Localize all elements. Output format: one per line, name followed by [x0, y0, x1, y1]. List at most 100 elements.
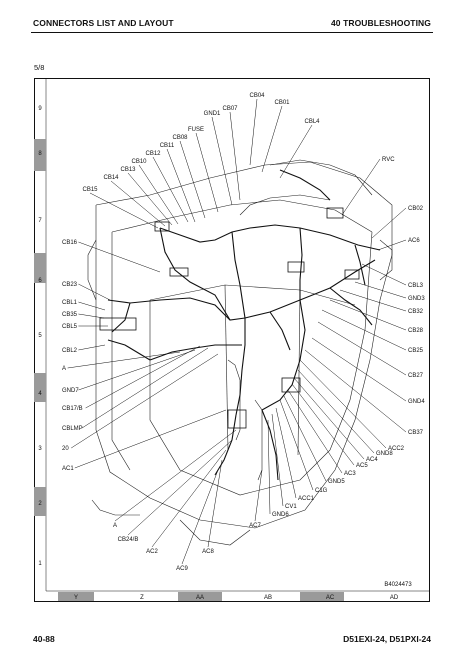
callout-leader-line — [341, 158, 381, 216]
callout-leader-line — [78, 283, 111, 301]
connector-label: CB37 — [408, 430, 424, 436]
wire-harness — [99, 169, 381, 481]
callout-leader-line — [67, 351, 181, 369]
connector-label: GND6 — [272, 512, 289, 518]
callout-leader-line — [85, 345, 201, 409]
row-zone-label: 9 — [38, 106, 42, 112]
callout-leader-line — [371, 207, 407, 239]
connector-label: CBL1 — [62, 300, 78, 306]
callout-leader-line — [321, 309, 407, 351]
connector-label: AC6 — [408, 238, 420, 244]
row-zone-label: 1 — [38, 561, 42, 567]
column-zone-label: AD — [390, 595, 399, 601]
footer-models: D51EXI-24, D51PXI-24 — [343, 634, 431, 644]
callout-leader-line — [127, 439, 233, 536]
connector-label: GND4 — [408, 399, 425, 405]
connector-label: CB16 — [62, 240, 78, 246]
connector-label: ACC1 — [298, 496, 315, 502]
zone-shade — [178, 592, 222, 601]
connector-label: CBLMP — [62, 426, 83, 432]
connector-label: CB04 — [249, 93, 265, 99]
callout-leader-line — [166, 148, 196, 223]
callout-leader-line — [299, 359, 387, 449]
connector-label: FUSE — [188, 127, 204, 133]
connector-label: CB17/B — [62, 406, 83, 412]
callout-leader-line — [339, 289, 407, 312]
callout-leader-line — [78, 241, 161, 273]
callout-leader-line — [293, 377, 365, 460]
connector-label: CB27 — [408, 373, 424, 379]
column-zone-label: AB — [264, 595, 272, 601]
connector-label: CB28 — [408, 328, 424, 334]
callout-leader-line — [74, 409, 227, 469]
connector-label: GND3 — [408, 296, 425, 302]
connector-label: CB01 — [274, 100, 290, 106]
callout-leader-line — [304, 349, 407, 433]
connector-label: AC3 — [344, 471, 356, 477]
callout-leader-line — [291, 383, 355, 466]
callout-leader-line — [181, 469, 219, 565]
connector-label: AC7 — [249, 523, 261, 529]
connector-label: AC8 — [202, 549, 214, 555]
callout-leader-line — [195, 132, 219, 213]
connector-label: 20 — [62, 446, 69, 452]
callout-leader-line — [249, 98, 258, 166]
callout-leader-line — [78, 313, 105, 319]
connector-label: GND5 — [328, 479, 345, 485]
connector-label: RVC — [382, 157, 395, 163]
connector-label: CBL5 — [62, 324, 78, 330]
connector-label: CB14 — [103, 175, 119, 181]
column-zone-label: AA — [196, 595, 204, 601]
callout-leader-line — [311, 337, 407, 402]
callout-leader-line — [207, 459, 223, 548]
connector-label: CB35 — [62, 312, 78, 318]
connector-label: CB13 — [120, 167, 136, 173]
row-zone-label: 2 — [38, 501, 42, 507]
page-fraction: 5/8 — [34, 63, 45, 72]
callout-leader-line — [127, 172, 173, 226]
drawing-id: B4024473 — [384, 582, 412, 588]
connector-label: CB23 — [62, 282, 78, 288]
row-zone-label: 8 — [38, 151, 42, 157]
header-chapter-title: 40 TROUBLESHOOTING — [330, 18, 431, 28]
connector-label: CB32 — [408, 309, 424, 315]
connector-label: AC5 — [356, 463, 368, 469]
callout-leader-line — [78, 349, 196, 391]
callout-leader-line — [361, 263, 407, 286]
connector-label: CB15 — [82, 187, 98, 193]
connector-label: CB24/B — [118, 537, 139, 543]
column-zone-label: Y — [74, 595, 78, 601]
connector-label: GND7 — [62, 388, 79, 394]
footer-page-number: 40-88 — [33, 634, 55, 644]
zone-shade — [34, 253, 46, 283]
callout-leader-line — [211, 116, 233, 206]
callout-leader-line — [279, 399, 314, 491]
zone-shade — [34, 373, 46, 402]
connector-label: CB12 — [145, 151, 161, 157]
column-zone-label: Z — [140, 595, 144, 601]
connector-label: CB07 — [222, 106, 238, 112]
callout-leader-line — [254, 469, 263, 522]
callout-leader-line — [110, 180, 166, 227]
callout-leader-line — [261, 105, 283, 173]
connector-label: CBL4 — [304, 119, 320, 125]
connector-label: A — [62, 366, 66, 372]
row-zone-label: 3 — [38, 446, 42, 452]
connector-label: CB11 — [160, 143, 175, 149]
zone-shade — [34, 139, 46, 171]
zone-shade — [300, 592, 344, 601]
callout-leader-line — [329, 299, 407, 331]
connector-label: C1G — [315, 488, 328, 494]
row-zone-label: 7 — [38, 218, 42, 224]
callout-leader-line — [89, 192, 159, 229]
connector-label: GND8 — [376, 451, 393, 457]
diagram-frame — [34, 78, 430, 602]
callout-leader-line — [81, 347, 209, 429]
callout-leader-line — [114, 429, 237, 522]
connector-label: CBL3 — [408, 283, 424, 289]
callout-leader-line — [279, 124, 313, 179]
cab-structure — [87, 159, 393, 546]
connector-label: CBL2 — [62, 348, 78, 354]
